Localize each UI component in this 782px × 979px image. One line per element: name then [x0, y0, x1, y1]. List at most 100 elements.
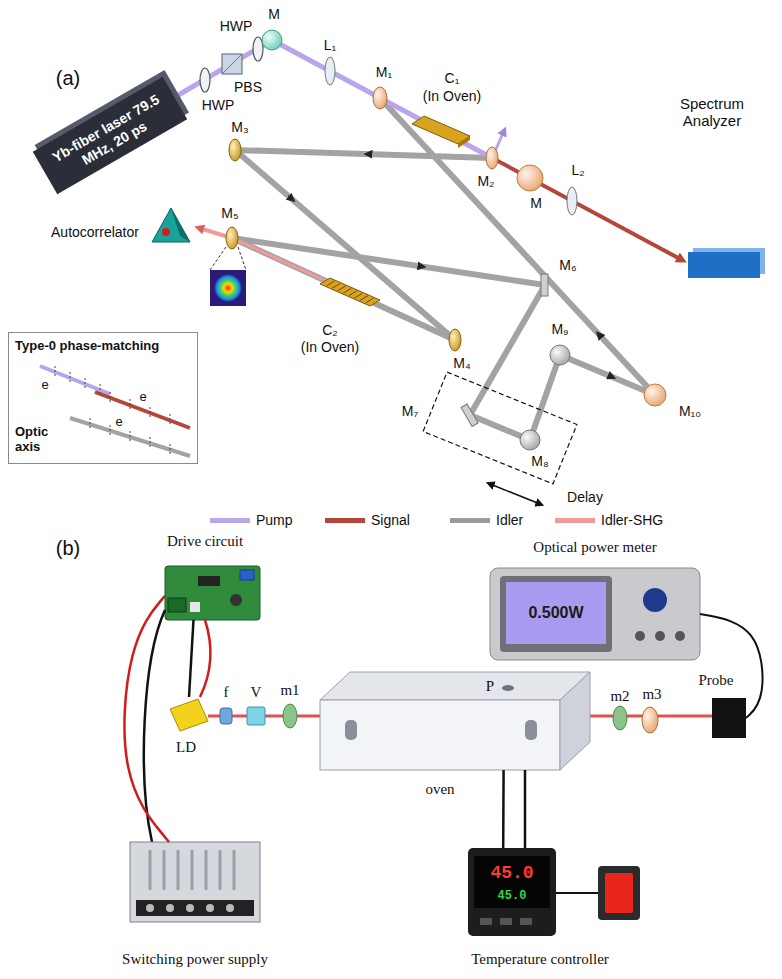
screw: [146, 904, 154, 912]
lens: [567, 187, 577, 215]
wire: [144, 610, 165, 842]
node-text: (In Oven): [301, 339, 359, 355]
mirror: [283, 704, 297, 728]
component-label: P: [486, 678, 494, 695]
poling-stripe: [354, 293, 362, 298]
mirror: [541, 274, 548, 296]
node-text: e: [115, 415, 122, 430]
delay-arrow: [490, 484, 540, 504]
button: [480, 918, 492, 925]
legend-text: Pump: [256, 512, 293, 528]
detector-dot: [162, 228, 170, 236]
stage-label: Delay: [567, 490, 603, 505]
oven-top: [320, 672, 590, 700]
node-title: Temperature controller: [471, 951, 609, 968]
power-switch: [605, 873, 633, 913]
component-label: V: [251, 684, 262, 701]
screw: [226, 904, 234, 912]
polarization-tick: [85, 378, 86, 390]
node-title: Probe: [699, 672, 734, 689]
component-label: M₁₀: [679, 404, 701, 419]
connectors: [124, 596, 762, 848]
wire: [124, 596, 169, 842]
legend-item: Idler: [450, 511, 523, 529]
panel-label: (a): [56, 67, 80, 89]
mirror: [262, 30, 282, 50]
component-label: HWP: [220, 19, 253, 34]
polarization-tick: [170, 414, 171, 426]
node-title: Optical power meter: [533, 539, 656, 556]
wire: [524, 770, 527, 848]
poling-stripe: [349, 291, 357, 296]
node-title: Spectrum Analyzer: [668, 95, 756, 130]
node-text: Optic axis: [15, 425, 61, 455]
crystal-outline: [410, 112, 472, 148]
polarization-tick: [150, 407, 151, 419]
polarization-tick: [55, 366, 56, 378]
beam-profile: [210, 270, 246, 306]
screw: [206, 904, 214, 912]
mirror: [613, 706, 627, 730]
legend-swatch: [325, 518, 365, 523]
wire: [502, 770, 505, 848]
idler-beam: [235, 150, 492, 158]
polarization-tick: [90, 418, 91, 430]
laser-box: Yb-fiber laser 79.5 MHz, 20 ps: [33, 76, 187, 193]
display-reading: 45.0: [498, 890, 527, 903]
vents: [150, 850, 234, 890]
node-title: Autocorrelator: [51, 224, 139, 240]
mirror: [517, 165, 543, 191]
crystal: C₂(In Oven): [318, 274, 382, 310]
component-label: M₄: [453, 356, 470, 371]
mirror: [449, 329, 461, 351]
vent: [177, 850, 180, 890]
idler-beam: [380, 98, 655, 395]
display: [474, 856, 550, 908]
direction-arrow: [288, 196, 292, 199]
button: [675, 631, 685, 641]
idler-beam: [470, 285, 545, 415]
wire: [200, 620, 210, 697]
laser-diode: LD: [168, 697, 210, 733]
oven-slot: [525, 720, 537, 740]
drive-circuit: Drive circuit: [165, 566, 260, 620]
wire: [189, 620, 194, 697]
idler-beam: [232, 98, 655, 440]
legend-text: Idler-SHG: [601, 512, 663, 528]
vent: [219, 850, 222, 890]
oven-slot: [345, 720, 357, 740]
half-wave-plate: [200, 68, 210, 92]
legend-text: Signal: [371, 512, 410, 528]
display-reading: 45.0: [490, 864, 533, 884]
terminal-strip: [136, 900, 254, 916]
crystal: C₁(In Oven): [410, 112, 472, 148]
lens: [325, 57, 335, 85]
button: [643, 588, 667, 612]
button: [500, 918, 512, 925]
vent: [233, 850, 236, 890]
vent: [163, 850, 166, 890]
node-title: LD: [176, 739, 196, 756]
component-label: M₂: [477, 174, 494, 189]
poling-stripe: [365, 298, 373, 303]
node-text: (In Oven): [423, 88, 481, 104]
power-supply: [130, 842, 260, 922]
component-label: M₉: [551, 322, 568, 337]
chip: [198, 576, 220, 586]
direction-arrow: [368, 154, 372, 155]
beam-profile: [214, 274, 242, 302]
idler-beam: [70, 418, 190, 456]
node-title: C₂: [322, 322, 338, 338]
circuit-board: [165, 566, 260, 620]
polarization-tick: [150, 437, 151, 449]
legend-swatch: [450, 518, 490, 523]
poling-stripe: [332, 283, 340, 288]
oven-side: [560, 672, 590, 770]
idler-beam: [560, 355, 655, 395]
leader-line: [238, 247, 246, 270]
power-switch: [598, 866, 640, 920]
component-label: L₁: [324, 38, 337, 53]
crystal-body: [320, 278, 380, 306]
mirror: [644, 384, 666, 406]
